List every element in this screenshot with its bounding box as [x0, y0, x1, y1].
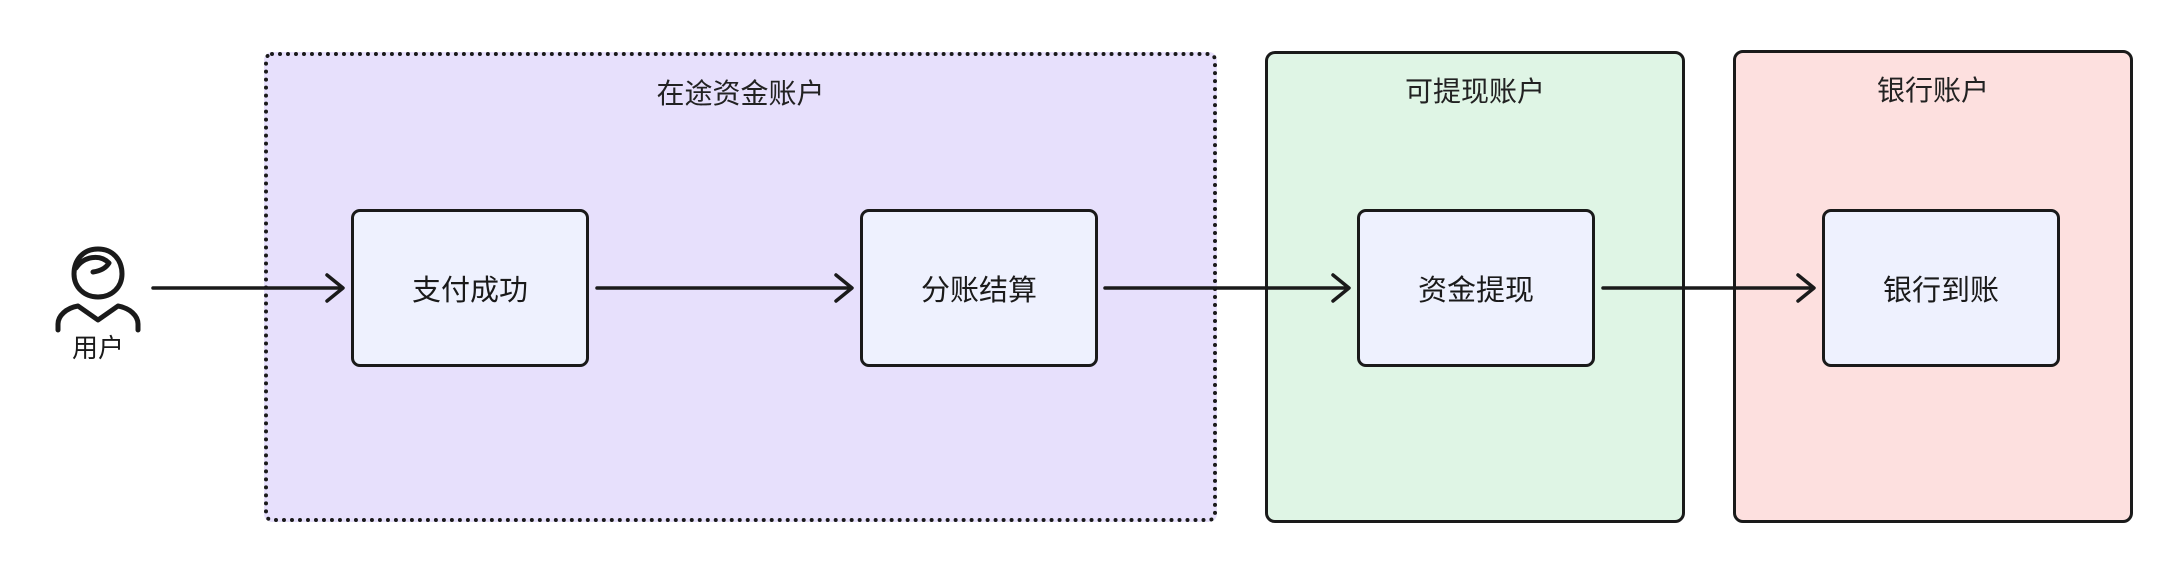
node-bank-arrival: 银行到账 — [1822, 209, 2060, 367]
user-icon — [55, 246, 141, 333]
node-split-settlement: 分账结算 — [860, 209, 1098, 367]
zone-title-bank: 银行账户 — [1876, 74, 1989, 107]
node-fund-withdrawal: 资金提现 — [1357, 209, 1595, 367]
zone-title-withdrawable: 可提现账户 — [1404, 75, 1545, 108]
node-payment-success: 支付成功 — [351, 209, 589, 367]
actor-user: 用户 — [54, 244, 142, 372]
zone-title-in-transit: 在途资金账户 — [656, 77, 825, 110]
actor-label: 用户 — [71, 334, 124, 364]
